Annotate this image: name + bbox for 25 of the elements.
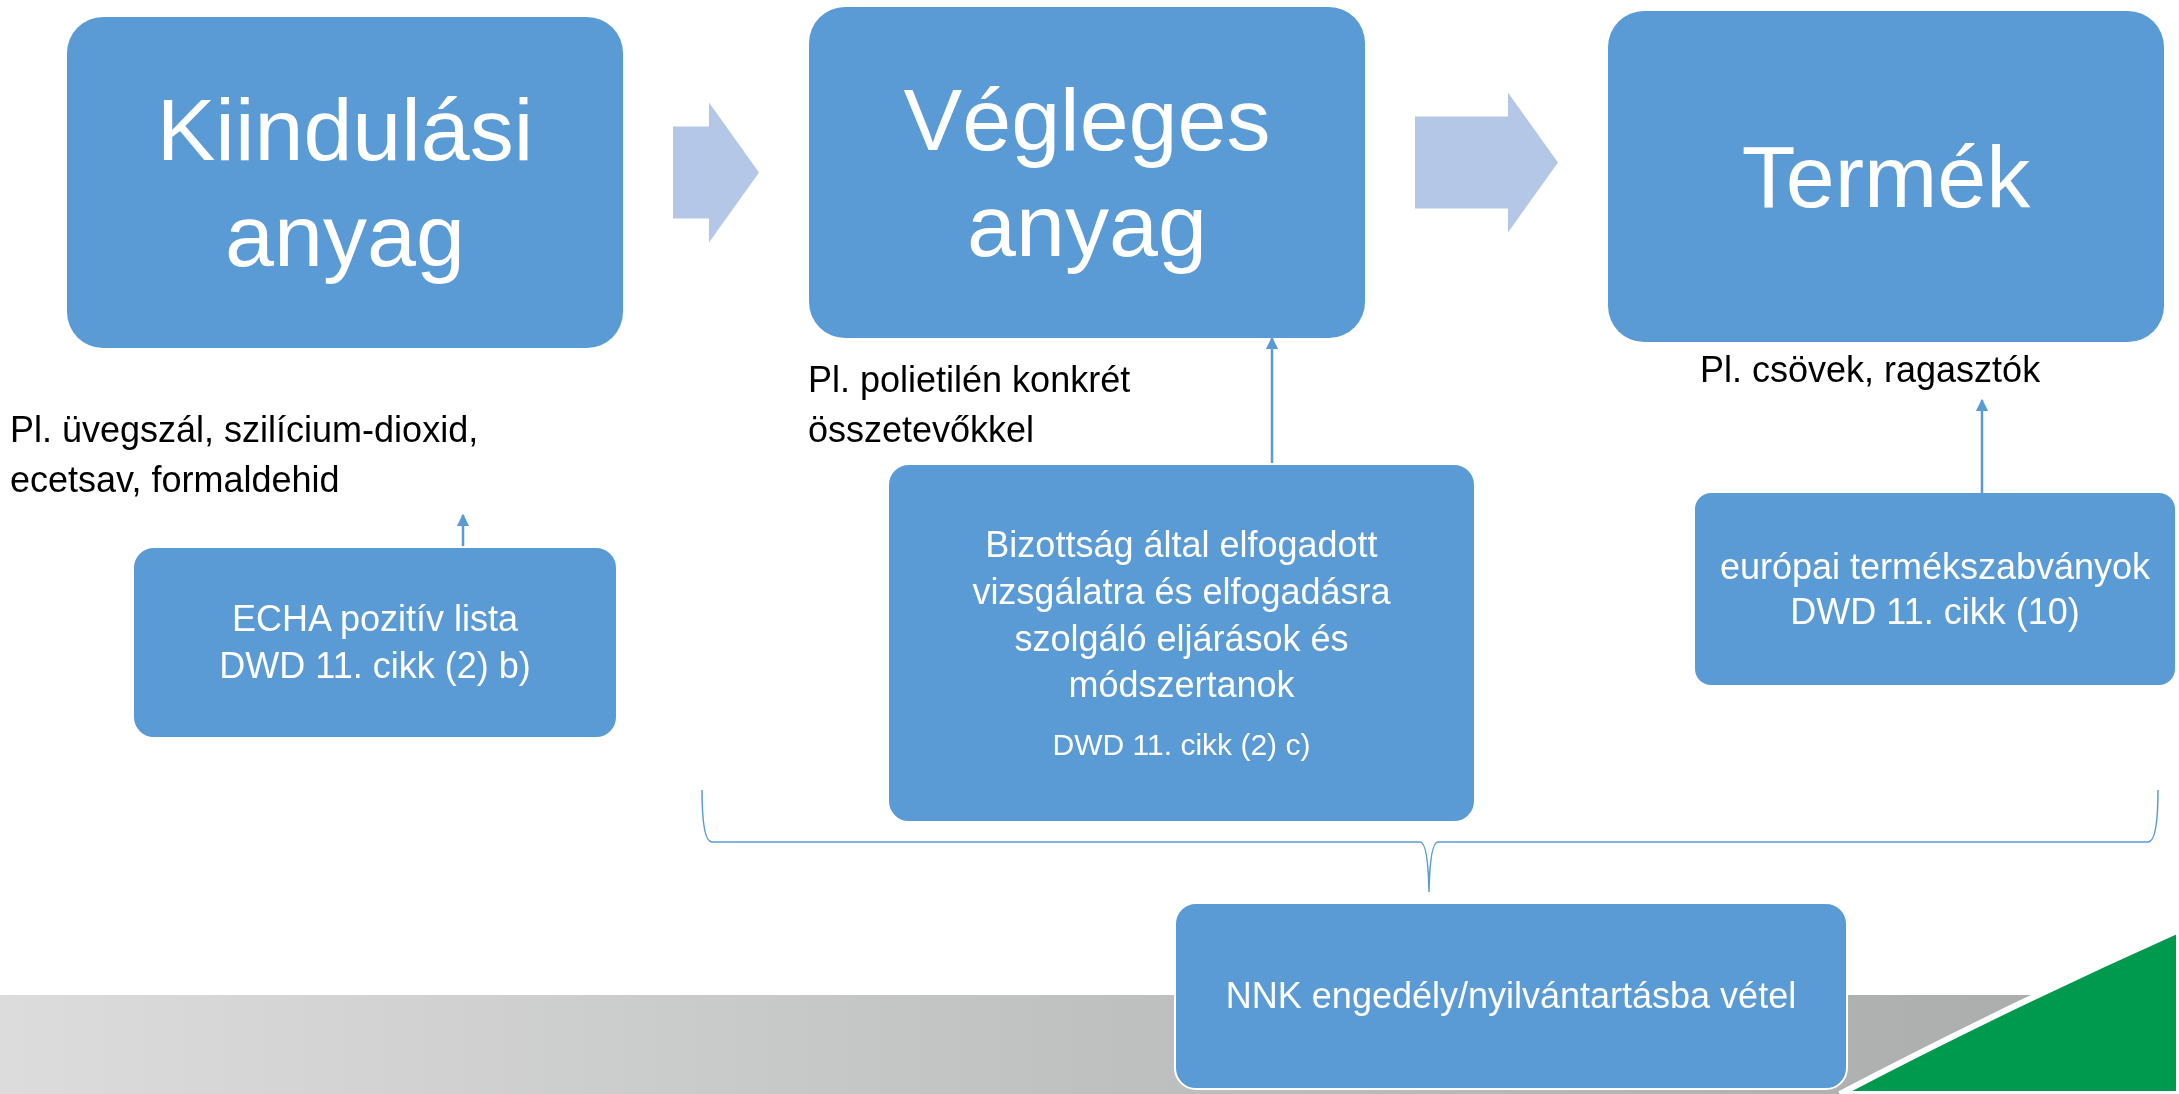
- process-box: [809, 7, 1365, 338]
- box-text: ECHA pozitív lista: [231, 596, 519, 641]
- block-arrow: [673, 102, 759, 243]
- block-arrow: [1415, 92, 1558, 233]
- reference-text: DWD 11. cikk (10): [1790, 590, 2080, 634]
- process-box: [1608, 11, 2164, 342]
- box-text: Végleges anyag: [902, 68, 1272, 277]
- box-text: Kiindulási anyag: [155, 78, 535, 287]
- box-text: Pl. polietilén konkrét összetevőkkel: [808, 358, 1132, 453]
- box-text: európai termékszabványok: [1719, 545, 2151, 589]
- box-text: Termék: [1741, 125, 2031, 228]
- box-text: Pl. csövek, ragasztók: [1700, 348, 2042, 392]
- process-box: [1174, 902, 1848, 1090]
- process-box: [1695, 493, 2175, 685]
- reference-text: DWD 11. cikk (2) b): [219, 643, 531, 688]
- process-box: [132, 546, 618, 739]
- process-box: [67, 17, 623, 348]
- box-text: Bizottság által elfogadott vizsgálatra és elfogadásra szolgáló eljárások és módszertanok: [971, 522, 1392, 708]
- arrow: [1265, 336, 1279, 463]
- reference-text: DWD 11. cikk (2) c): [1052, 727, 1311, 764]
- arrow: [1975, 398, 1989, 493]
- box-text: Pl. üvegszál, szilícium-dioxid, ecetsav, formaldehid: [10, 408, 480, 503]
- process-box: [887, 463, 1476, 823]
- box-text: NNK engedély/nyilvántartásba vétel: [1225, 973, 1797, 1018]
- arrow: [456, 513, 470, 546]
